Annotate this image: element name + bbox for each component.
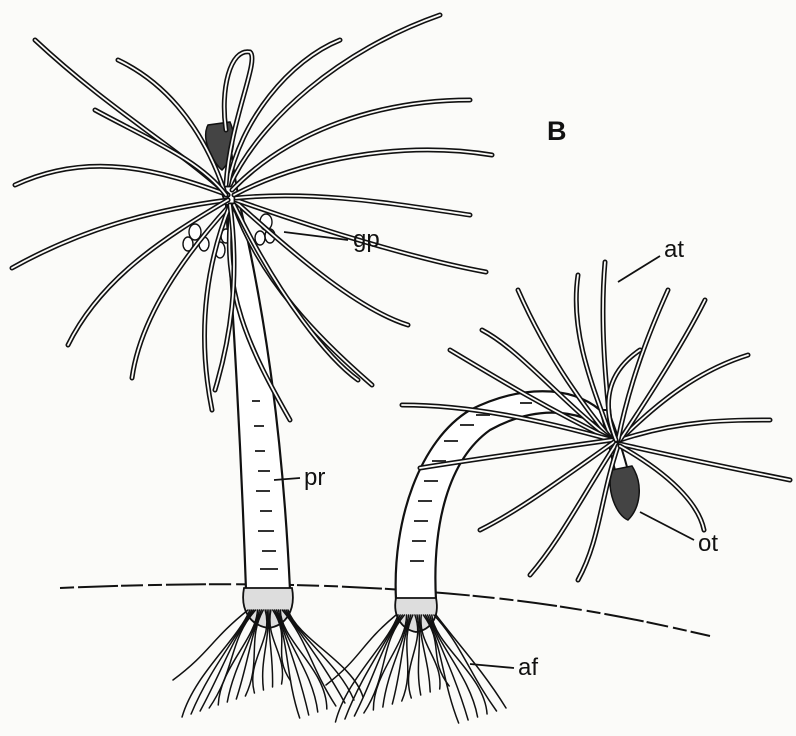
tentacle-bent-12-core [620, 420, 770, 440]
filament-upright-20 [284, 610, 345, 703]
leader-at [618, 256, 660, 282]
panel-letter: B [547, 118, 567, 145]
leader-ot [640, 512, 694, 540]
filament-upright-22 [288, 610, 363, 697]
filament-bent-1 [326, 615, 396, 685]
label-ot: ot [698, 532, 718, 556]
filament-upright-19 [282, 610, 336, 706]
tentacle-upright-13 [232, 100, 470, 190]
filament-upright-6 [218, 610, 257, 705]
filament-bent-15 [425, 615, 458, 723]
tentacle-upright-13-core [232, 100, 470, 190]
filament-bent-19 [434, 615, 497, 711]
label-pr: pr [304, 466, 325, 490]
oral-tentacle-cluster-bent [610, 466, 639, 520]
label-at: at [664, 238, 684, 262]
seabed-line [60, 584, 710, 636]
tentacle-bent-13 [620, 300, 705, 440]
anchoring-filaments-upright [173, 610, 363, 718]
label-gp: gp [353, 228, 380, 252]
label-af: af [518, 656, 538, 680]
